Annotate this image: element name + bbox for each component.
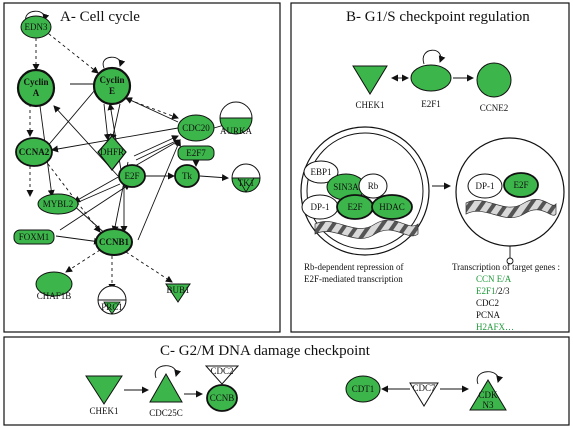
cdt1-node[interactable]: CDT1	[345, 375, 381, 403]
tk1-label: TK1	[238, 178, 255, 188]
dp1-label-right: DP-1	[475, 181, 494, 191]
panel-c-title: C- G2/M DNA damage checkpoint	[160, 343, 371, 359]
cdc2-ccnb-complex[interactable]: CDC2 CCNB	[204, 365, 240, 412]
aurka-label: AURKA	[220, 126, 253, 136]
chek1-label-b: CHEK1	[356, 100, 385, 110]
cyclin-a-node[interactable]: Cyclin A	[16, 68, 56, 108]
cyclin-a-label-2: A	[33, 88, 40, 98]
panel-a-title: A- Cell cycle	[60, 9, 140, 25]
sin3a-label: SIN3A	[333, 182, 359, 192]
target-h2afx: H2AFX…	[476, 322, 514, 332]
e2f-node-a[interactable]: E2F	[118, 164, 146, 188]
aurka-node[interactable]: AURKA	[219, 101, 253, 136]
chek1-label-c: CHEK1	[90, 406, 119, 416]
cdkn3-node[interactable]: CDK N3	[469, 379, 507, 411]
target-e2f-rest: /2/3	[496, 286, 511, 296]
cyclin-e-label-2: E	[109, 86, 115, 96]
dp1-node-left[interactable]: DP-1	[301, 194, 339, 220]
hdac-label: HDAC	[379, 202, 405, 212]
cdc25c-label: CDC25C	[149, 408, 183, 418]
activation-complex: DP-1 E2F	[455, 137, 565, 265]
cdkn3-label-2: N3	[483, 400, 494, 410]
dna-helix-left	[314, 219, 419, 239]
cdkn3-label-1: CDK	[478, 390, 498, 400]
target-cdc2: CDC2	[476, 298, 499, 308]
e2f-label-left: E2F	[347, 202, 362, 212]
foxm1-label: FOXM1	[19, 232, 50, 242]
ccnb1-label: CCNB1	[99, 237, 130, 247]
e2f7-label: E2F7	[186, 148, 206, 158]
target-e2f1: E2F1	[476, 286, 496, 296]
caption-right: Transcription of target genes :	[452, 262, 560, 272]
bub1-label: BUB1	[166, 285, 189, 295]
ebp1-node[interactable]: EBP1	[303, 160, 339, 184]
prc1-label: PRC1	[101, 302, 123, 312]
edn3-node[interactable]: EDN3	[20, 15, 52, 39]
panel-b-title: B- G1/S checkpoint regulation	[346, 9, 530, 25]
cdc20-node[interactable]: CDC20	[177, 114, 215, 142]
chek1-node-c[interactable]: CHEK1	[85, 375, 123, 416]
tk-label: Tk	[182, 171, 192, 181]
ccna2-node[interactable]: CCNA2	[15, 137, 53, 167]
chek1-node-b[interactable]: CHEK1	[352, 65, 388, 110]
e2f7-node[interactable]: E2F7	[177, 145, 215, 161]
cdc7-label: CDC7	[412, 383, 436, 393]
cdc2-label-c: CDC2	[210, 366, 233, 376]
bub1-node[interactable]: BUB1	[165, 283, 191, 303]
chaf1b-node[interactable]: CHAF1B	[35, 271, 73, 301]
tk1-node[interactable]: TK1	[231, 163, 261, 193]
cyclin-e-node[interactable]: Cyclin E	[92, 66, 132, 106]
e2f-node-left[interactable]: E2F	[336, 194, 374, 220]
caption-left-2: E2F-mediated transcription	[304, 274, 403, 284]
prc1-node[interactable]: PRC1	[97, 285, 127, 315]
cdc7-node[interactable]: CDC7	[409, 382, 439, 407]
dna-helix-right	[465, 199, 557, 219]
transcription-terminal	[506, 257, 514, 265]
edn3-label: EDN3	[25, 22, 48, 32]
chaf1b-label: CHAF1B	[37, 291, 72, 301]
panel-c-content: CHEK1 CDC25C CDC2 CCNB CDT1 CDC7 CDK N3	[85, 365, 507, 418]
dp1-node-right[interactable]: DP-1	[467, 173, 503, 199]
hdac-node[interactable]: HDAC	[371, 194, 413, 220]
cyclin-e-label-1: Cyclin	[99, 75, 124, 85]
ccna2-label: CCNA2	[19, 147, 50, 157]
cdt1-label: CDT1	[352, 384, 375, 394]
cdc25c-node[interactable]: CDC25C	[149, 372, 183, 418]
e2f1-label-b: E2F1	[421, 99, 441, 109]
target-e2f: E2F1/2/3	[476, 286, 510, 296]
target-pcna: PCNA	[476, 310, 501, 320]
dhfr-node[interactable]: DHFR	[97, 135, 127, 171]
e2f-label-a: E2F	[124, 171, 139, 181]
e2f-node-right[interactable]: E2F	[503, 172, 539, 198]
tk-node[interactable]: Tk	[174, 164, 200, 188]
rb-label: Rb	[368, 181, 379, 191]
mybl2-node[interactable]: MYBL2	[37, 193, 79, 215]
dhfr-label: DHFR	[100, 147, 124, 157]
ccne2-node[interactable]: CCNE2	[476, 62, 512, 113]
cyclin-a-label-1: Cyclin	[23, 77, 48, 87]
foxm1-node[interactable]: FOXM1	[13, 229, 55, 245]
target-ccn: CCN E/A	[476, 274, 512, 284]
caption-left-1: Rb-dependent repression of	[304, 262, 403, 272]
ebp1-label: EBP1	[310, 167, 331, 177]
repression-complex: EBP1 SIN3A Rb DP-1 E2F HDAC	[300, 126, 430, 256]
cdc20-label: CDC20	[182, 123, 210, 133]
ccne2-label: CCNE2	[480, 103, 509, 113]
ccnb-label-c: CCNB	[210, 393, 235, 403]
dp1-label-left: DP-1	[310, 202, 329, 212]
e2f1-node-b[interactable]: E2F1	[410, 64, 452, 109]
mybl2-label: MYBL2	[43, 199, 74, 209]
ccnb1-node[interactable]: CCNB1	[95, 228, 133, 256]
rb-node[interactable]: Rb	[358, 173, 388, 199]
e2f-label-right: E2F	[513, 180, 528, 190]
panel-b-top-row: CHEK1 E2F1 CCNE2	[352, 49, 512, 113]
